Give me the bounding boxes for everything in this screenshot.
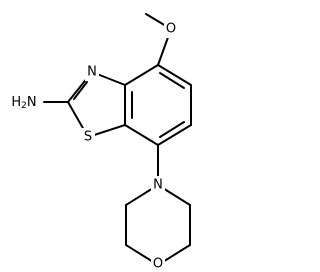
bond-n3-c2-double bbox=[73, 81, 88, 100]
atom-label-layer: O N S H2N N O bbox=[5, 20, 178, 272]
morpholine-oxygen-label: O bbox=[153, 257, 163, 272]
bond-c7-c7a bbox=[124, 124, 159, 146]
bond-c6-c7 bbox=[157, 124, 192, 146]
chemical-structure: O N S H2N N O bbox=[5, 13, 192, 272]
bond-c4-c5 bbox=[157, 64, 192, 86]
morpholine-oxygen: O bbox=[151, 256, 165, 272]
methoxy-oxygen: O bbox=[164, 20, 178, 38]
thiazole-nitrogen-label: N bbox=[87, 65, 97, 80]
methoxy-oxygen-label: O bbox=[166, 22, 176, 37]
amine-label: H2N bbox=[11, 95, 36, 112]
bond-layer bbox=[43, 13, 192, 266]
thiazole-nitrogen: N bbox=[85, 63, 99, 81]
morpholine-nitrogen: N bbox=[151, 176, 165, 194]
thiazole-sulfur: S bbox=[81, 128, 95, 146]
thiazole-sulfur-label: S bbox=[84, 130, 92, 145]
bond-c3a-c4 bbox=[124, 64, 159, 86]
bond-c6-c7-inner bbox=[159, 121, 185, 138]
bond-c4-c5-inner bbox=[159, 72, 185, 89]
morpholine-nitrogen-label: N bbox=[153, 178, 163, 193]
amine-group: H2N bbox=[5, 93, 43, 111]
